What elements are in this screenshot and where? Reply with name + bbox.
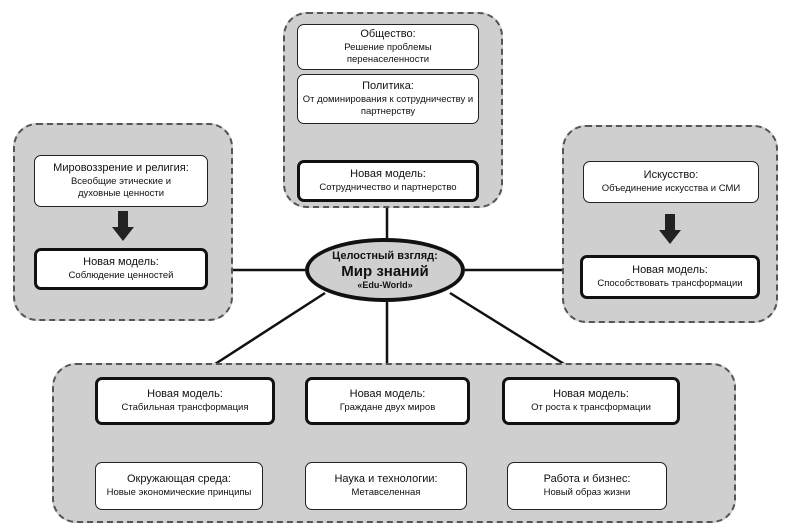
domain-title: Наука и технологии: [334, 473, 438, 486]
domain-box: Окружающая среда: Новые экономические пр… [95, 462, 263, 510]
bottom-model-title: Новая модель: [349, 388, 426, 401]
domain-box: Работа и бизнес: Новый образ жизни [507, 462, 667, 510]
down-arrow-icon [112, 211, 134, 241]
art-text: Объединение искусства и СМИ [601, 182, 741, 194]
bottom-model-box: Новая модель: Стабильная трансформация [95, 377, 275, 425]
center-line2: Мир знаний [341, 262, 429, 280]
bottom-model-box: Новая модель: Граждане двух миров [305, 377, 470, 425]
domain-title: Окружающая среда: [127, 473, 231, 486]
bottom-model-title: Новая модель: [553, 388, 629, 401]
domain-text: Новый образ жизни [543, 486, 631, 498]
worldview-text: Всеобщие этические и духовные ценности [70, 176, 172, 199]
left-model-title: Новая модель: [83, 256, 159, 269]
left-model-box: Новая модель: Соблюдение ценностей [34, 248, 208, 290]
center-line1: Целостный взгляд: [332, 249, 438, 262]
domain-box: Наука и технологии: Метавселенная [305, 462, 467, 510]
bottom-model-text: Стабильная трансформация [121, 401, 249, 413]
right-model-box: Новая модель: Способствовать трансформац… [580, 255, 760, 299]
society-text: Решение проблемы перенаселенности [344, 42, 432, 65]
worldview-box: Мировоззрение и религия: Всеобщие этичес… [34, 155, 208, 207]
politics-box: Политика: От доминирования к сотрудничес… [297, 74, 479, 124]
domain-text: Новые экономические принципы [106, 486, 252, 498]
domain-title: Работа и бизнес: [543, 473, 631, 486]
society-box: Общество: Решение проблемы перенаселенно… [297, 24, 479, 70]
center-line3: «Edu-World» [357, 279, 413, 290]
society-title: Общество: [360, 28, 416, 41]
worldview-title: Мировоззрение и религия: [53, 162, 189, 175]
politics-text: От доминирования к сотрудничеству и парт… [302, 94, 474, 117]
top-model-title: Новая модель: [350, 168, 426, 181]
art-box: Искусство: Объединение искусства и СМИ [583, 161, 759, 203]
top-model-text: Сотрудничество и партнерство [319, 181, 457, 193]
bottom-model-text: Граждане двух миров [339, 401, 436, 413]
art-title: Искусство: [643, 169, 699, 182]
down-arrow-icon [659, 214, 681, 244]
bottom-model-title: Новая модель: [147, 388, 223, 401]
top-model-box: Новая модель: Сотрудничество и партнерст… [297, 160, 479, 202]
domain-text: Метавселенная [351, 486, 421, 498]
center-node: Целостный взгляд: Мир знаний «Edu-World» [305, 238, 465, 302]
politics-title: Политика: [362, 80, 414, 93]
bottom-model-text: От роста к трансформации [531, 401, 651, 413]
bottom-model-box: Новая модель: От роста к трансформации [502, 377, 680, 425]
right-model-text: Способствовать трансформации [597, 277, 743, 289]
right-model-title: Новая модель: [632, 264, 708, 277]
left-model-text: Соблюдение ценностей [68, 269, 174, 281]
